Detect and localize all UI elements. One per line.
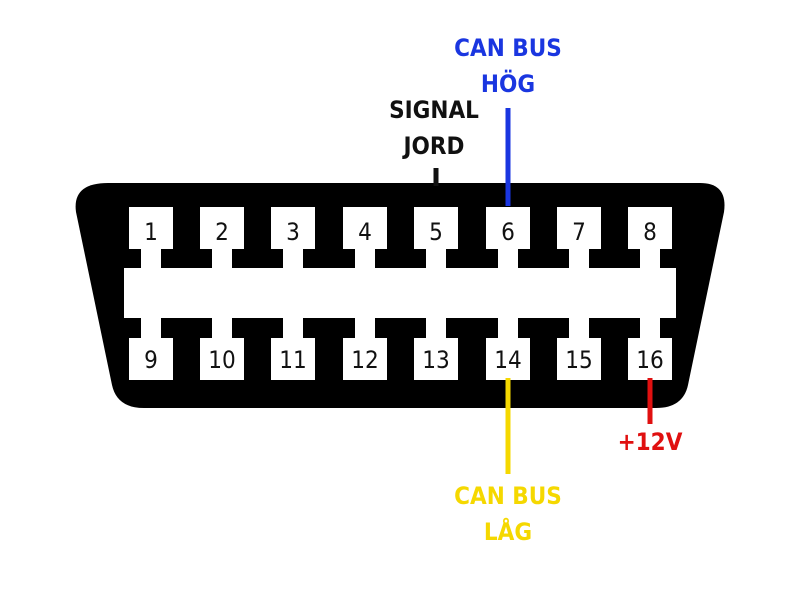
pin-callouts: CAN BUS HÖG SIGNAL JORD CAN BUS LÅG +12V: [389, 34, 683, 546]
pin-8: 8: [628, 207, 672, 268]
pin-number-label: 3: [286, 218, 300, 246]
top-pin-box: [486, 207, 530, 249]
bottom-pin-contact: [640, 318, 660, 338]
bottom-pin-box: [486, 338, 530, 380]
pin-number-label: 1: [144, 218, 158, 246]
signal-ground-label-line2: JORD: [402, 132, 465, 160]
pin-6: 6: [486, 207, 530, 268]
pin-14: 14: [486, 318, 530, 380]
top-pin-contact: [212, 248, 232, 268]
top-pin-contact: [355, 248, 375, 268]
bottom-pin-box: [271, 338, 315, 380]
top-pin-contact: [141, 248, 161, 268]
top-pin-contact: [498, 248, 518, 268]
signal-ground-label-line1: SIGNAL: [389, 96, 479, 124]
power-label: +12V: [618, 428, 683, 456]
pin-number-label: 13: [422, 346, 449, 374]
top-pin-box: [343, 207, 387, 249]
top-pin-contact: [569, 248, 589, 268]
top-pin-box: [414, 207, 458, 249]
pin-number-label: 6: [501, 218, 515, 246]
top-pin-contact: [283, 248, 303, 268]
top-pin-contact: [426, 248, 446, 268]
pin-number-label: 15: [565, 346, 592, 374]
pin-10: 10: [200, 318, 244, 380]
can-high-label-line2: HÖG: [481, 68, 535, 98]
pin-number-label: 16: [636, 346, 663, 374]
pin-3: 3: [271, 207, 315, 268]
top-pin-contact: [640, 248, 660, 268]
bottom-pin-contact: [283, 318, 303, 338]
pin-1: 1: [129, 207, 173, 268]
pin-9: 9: [129, 318, 173, 380]
bottom-pin-box: [557, 338, 601, 380]
pin-2: 2: [200, 207, 244, 268]
pin-number-label: 8: [643, 218, 657, 246]
pin-number-label: 2: [215, 218, 229, 246]
top-pin-box: [271, 207, 315, 249]
pin-number-label: 12: [351, 346, 378, 374]
pin-4: 4: [343, 207, 387, 268]
pin-number-label: 14: [494, 346, 521, 374]
pin-number-label: 5: [429, 218, 443, 246]
pin-11: 11: [271, 318, 315, 380]
bottom-pin-box: [129, 338, 173, 380]
connector-center-slot: [124, 268, 676, 318]
can-low-label-line1: CAN BUS: [454, 482, 562, 510]
top-pin-box: [200, 207, 244, 249]
pin-13: 13: [414, 318, 458, 380]
bottom-pin-contact: [355, 318, 375, 338]
pin-16: 16: [628, 318, 672, 380]
can-low-label-line2: LÅG: [484, 517, 532, 546]
can-high-label-line1: CAN BUS: [454, 34, 562, 62]
top-pin-box: [628, 207, 672, 249]
pin-number-label: 11: [279, 346, 306, 374]
bottom-pin-contact: [569, 318, 589, 338]
bottom-pin-box: [343, 338, 387, 380]
pin-number-label: 9: [144, 346, 158, 374]
bottom-pin-box: [200, 338, 244, 380]
pin-5: 5: [414, 207, 458, 268]
bottom-pin-box: [414, 338, 458, 380]
bottom-pin-contact: [498, 318, 518, 338]
bottom-pin-contact: [141, 318, 161, 338]
bottom-pin-contact: [212, 318, 232, 338]
pin-number-label: 4: [358, 218, 372, 246]
pin-12: 12: [343, 318, 387, 380]
pin-number-label: 7: [572, 218, 586, 246]
bottom-pin-contact: [426, 318, 446, 338]
bottom-pin-box: [628, 338, 672, 380]
top-pin-box: [129, 207, 173, 249]
pin-number-label: 10: [208, 346, 235, 374]
pin-7: 7: [557, 207, 601, 268]
top-pin-box: [557, 207, 601, 249]
pin-15: 15: [557, 318, 601, 380]
